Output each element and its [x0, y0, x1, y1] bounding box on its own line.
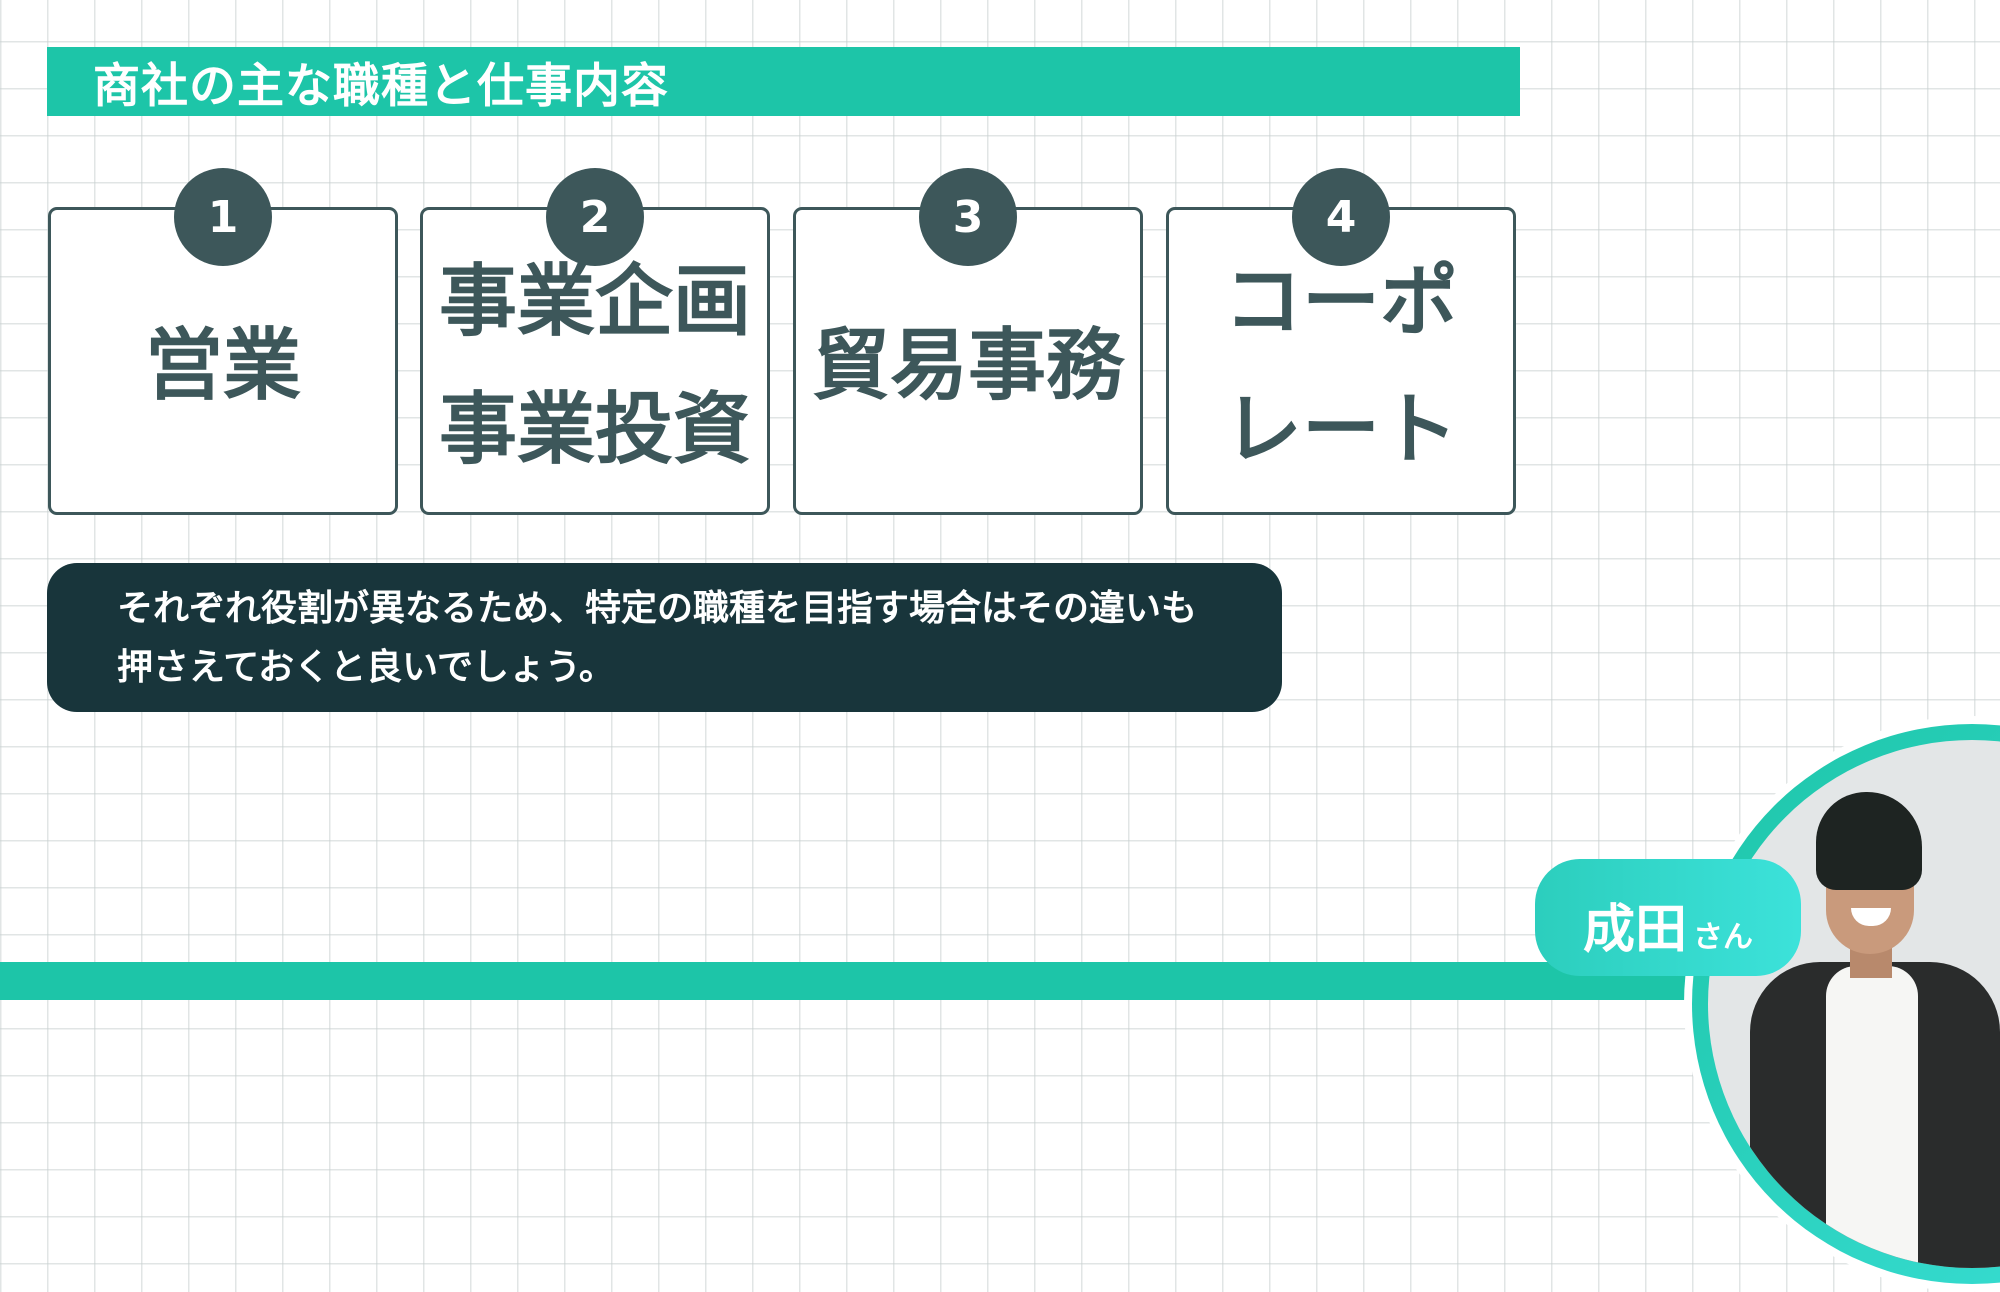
- avatar: [1692, 724, 2000, 1284]
- speech-callout: それぞれ役割が異なるため、特定の職種を目指す場合はその違いも 押さえておくと良い…: [47, 563, 1282, 712]
- speaker-name-pill: 成田 さん: [1535, 859, 1801, 976]
- number-badge: 3: [919, 168, 1017, 266]
- job-label: 事業企画 事業投資: [438, 257, 751, 475]
- job-card-business-planning: 2 事業企画 事業投資: [420, 168, 770, 515]
- smile-shape: [1851, 908, 1891, 926]
- number-badge: 4: [1292, 168, 1390, 266]
- hair-shape: [1816, 792, 1922, 890]
- callout-text: それぞれ役割が異なるため、特定の職種を目指す場合はその違いも 押さえておくと良い…: [117, 587, 1198, 688]
- title-bar: 商社の主な職種と仕事内容: [47, 47, 1520, 116]
- job-label: 貿易事務: [811, 321, 1124, 411]
- job-card-trade-admin: 3 貿易事務: [793, 168, 1143, 515]
- number-badge: 1: [174, 168, 272, 266]
- job-label: 営業: [144, 321, 301, 411]
- job-card-sales: 1 営業: [48, 168, 398, 515]
- job-label: コーポ レート: [1223, 257, 1458, 475]
- number-badge: 2: [546, 168, 644, 266]
- shirt-shape: [1826, 966, 1918, 1266]
- speaker-name: 成田: [1582, 900, 1687, 960]
- page-title: 商社の主な職種と仕事内容: [93, 59, 669, 114]
- job-card-corporate: 4 コーポ レート: [1166, 168, 1516, 515]
- speaker-honorific: さん: [1693, 920, 1753, 955]
